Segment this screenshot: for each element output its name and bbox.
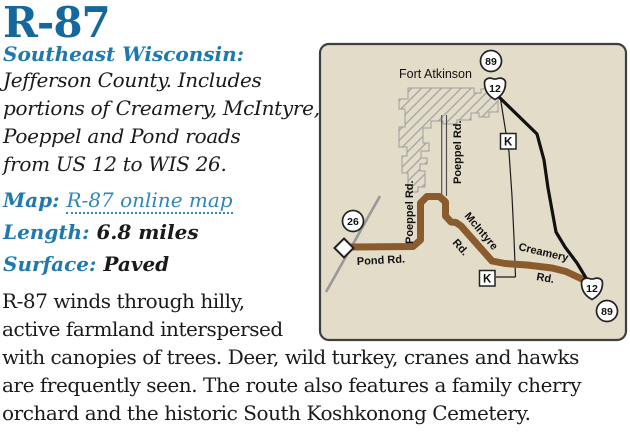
city-area-hatch bbox=[398, 87, 499, 193]
wis-89-shield-bottom bbox=[595, 299, 619, 323]
county-k-box-bottom bbox=[478, 269, 496, 287]
wis-89-shield-top-label: 89 bbox=[485, 56, 497, 68]
county-k-box-top-label: K bbox=[504, 137, 513, 149]
length-value: 6.8 miles bbox=[96, 220, 199, 244]
poeppel-road-label-upper: Poeppel Rd. bbox=[452, 120, 464, 184]
online-map-link[interactable]: R-87 online map bbox=[66, 188, 233, 214]
surface-row: Surface:Paved bbox=[3, 252, 169, 276]
city-name-label: Fort Atkinson bbox=[399, 67, 472, 81]
intro-line: Jefferson County. Includes bbox=[3, 68, 262, 92]
us-12-highway-line bbox=[496, 94, 588, 280]
us-12-shield-bottom bbox=[580, 277, 604, 301]
county-k-box-bottom-label: K bbox=[483, 274, 492, 286]
intro-line: Poeppel and Pond roads bbox=[3, 124, 241, 148]
us-12-shield-top-label: 12 bbox=[489, 83, 501, 95]
county-k-box-top bbox=[499, 132, 517, 150]
description-line: are frequently seen. The route also feat… bbox=[2, 373, 582, 397]
page-title: R-87 bbox=[3, 0, 111, 47]
intro-line: from US 12 to WIS 26. bbox=[3, 152, 227, 176]
region-heading: Southeast Wisconsin: bbox=[3, 42, 245, 66]
pond-road-label: Pond Rd. bbox=[357, 253, 406, 268]
surface-label: Surface: bbox=[3, 252, 97, 276]
description-line: R-87 winds through hilly, bbox=[2, 289, 245, 313]
r87-route-line bbox=[340, 193, 588, 284]
surface-value: Paved bbox=[103, 252, 170, 276]
wis-89-shield-bottom-label: 89 bbox=[601, 306, 613, 318]
wis-26-shield-label: 26 bbox=[347, 216, 359, 228]
intro-line: portions of Creamery, McIntyre, bbox=[3, 96, 320, 120]
county-k-road-line bbox=[499, 95, 517, 278]
description-line: with canopies of trees. Deer, wild turke… bbox=[2, 345, 579, 369]
description-line: active farmland interspersed bbox=[2, 317, 283, 341]
route-map: 89 12 K 26 K 12 89 Fort Atkinson Poeppel… bbox=[318, 42, 630, 342]
us-12-shield-bottom-label: 12 bbox=[586, 283, 598, 295]
description-line: orchard and the historic South Koshkonon… bbox=[2, 401, 531, 425]
route-map-svg: 89 12 K 26 K 12 89 Fort Atkinson Poeppel… bbox=[318, 42, 628, 342]
us-12-shield-top bbox=[483, 77, 507, 101]
poeppel-road-label-lower: Poeppel Rd. bbox=[404, 180, 416, 244]
wis-89-shield-top bbox=[479, 49, 503, 73]
wis-26-shield bbox=[341, 209, 365, 233]
creamery-road-suffix-label: Rd. bbox=[535, 271, 555, 286]
map-row: Map:R-87 online map bbox=[3, 188, 233, 214]
length-row: Length:6.8 miles bbox=[3, 220, 199, 244]
route-start-diamond-marker bbox=[333, 237, 355, 259]
map-label: Map: bbox=[3, 188, 60, 212]
length-label: Length: bbox=[3, 220, 90, 244]
